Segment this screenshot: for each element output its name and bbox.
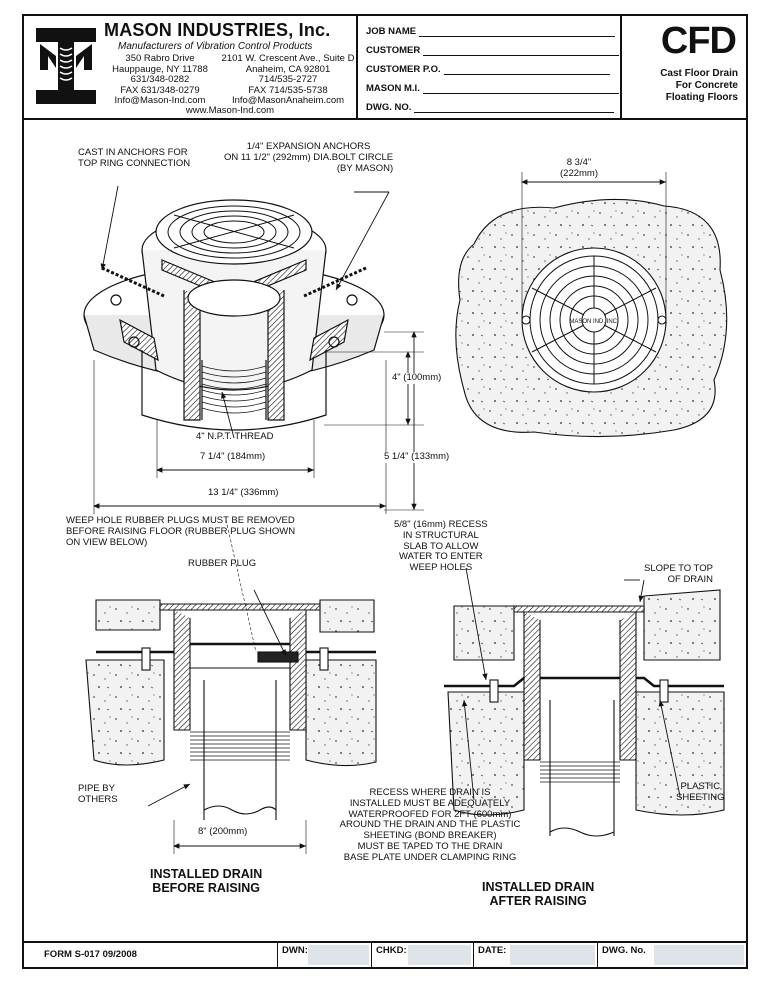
title-block-footer: FORM S-017 09/2008 DWN: CHKD: DATE: DWG.… (24, 941, 746, 967)
drawing-sheet: MASON INDUSTRIES, Inc. Manufacturers of … (22, 14, 748, 969)
drain-plan-view (455, 172, 728, 438)
customer-po-field[interactable]: CUSTOMER P.O. (366, 64, 610, 75)
ny-address: 350 Rabro Drive Hauppauge, NY 11788 631/… (112, 53, 208, 107)
company-name: MASON INDUSTRIES, Inc. (104, 20, 331, 40)
company-website: www.Mason-Ind.com (185, 105, 275, 116)
mason-mi-field[interactable]: MASON M.I. (366, 83, 619, 94)
drain-cutaway-view (83, 199, 385, 431)
job-info-block: JOB NAME CUSTOMER CUSTOMER P.O. MASON M.… (358, 16, 622, 118)
title-block-header: MASON INDUSTRIES, Inc. Manufacturers of … (24, 16, 746, 120)
label-dim-4in: 4" (100mm) (392, 372, 442, 384)
ca-address: 2101 W. Crescent Ave., Suite D Anaheim, … (221, 53, 355, 107)
job-name-field[interactable]: JOB NAME (366, 26, 616, 37)
label-dim-13-1-4in: 13 1/4" (336mm) (208, 487, 279, 499)
mason-logo (36, 28, 96, 104)
form-number: FORM S-017 09/2008 (24, 943, 278, 967)
label-dim-7-1-4in: 7 1/4" (184mm) (200, 451, 266, 463)
dwg-no-field[interactable]: DWG. NO. (366, 102, 615, 113)
label-dim-8in: 8" (200mm) (198, 826, 248, 838)
product-id-block: CFD Cast Floor Drain For Concrete Floati… (622, 16, 746, 118)
customer-field[interactable]: CUSTOMER (366, 45, 620, 56)
company-tagline: Manufacturers of Vibration Control Produ… (118, 41, 313, 52)
date-field[interactable]: DATE: (474, 943, 598, 967)
grate-label: MASON IND. INC. (569, 319, 619, 325)
label-dim-5-1-4in: 5 1/4" (133mm) (384, 451, 450, 463)
label-rubber-plug: RUBBER PLUG (188, 558, 257, 569)
section-after-raising (444, 567, 725, 837)
chkd-field[interactable]: CHKD: (372, 943, 474, 967)
section-before-raising (85, 519, 377, 854)
label-dim-8-3-4in: 8 3/4"(222mm) (560, 157, 599, 179)
product-code: CFD (660, 20, 737, 62)
dwn-field[interactable]: DWN: (278, 943, 372, 967)
company-block: MASON INDUSTRIES, Inc. Manufacturers of … (24, 16, 358, 118)
technical-drawing: MASON IND. INC. (83, 172, 728, 854)
product-description: Cast Floor Drain For Concrete Floating F… (660, 68, 738, 103)
label-npt-thread: 4" N.P.T. THREAD (196, 431, 274, 442)
dwg-number-field[interactable]: DWG. No. (598, 943, 746, 967)
